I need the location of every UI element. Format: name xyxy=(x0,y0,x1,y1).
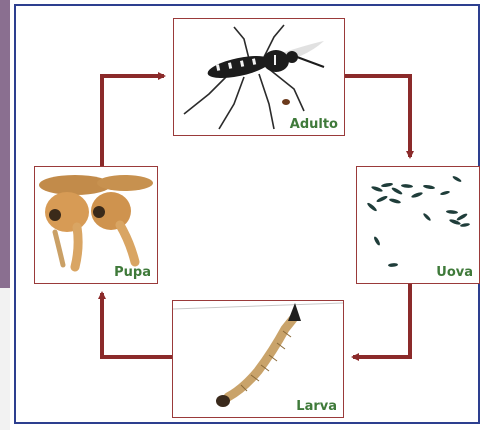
pupa-stage-panel: Pupa xyxy=(34,166,158,284)
pupa-label: Pupa xyxy=(114,265,151,280)
eggs-stage-panel: Uova xyxy=(356,166,480,284)
left-edge-strip-lower xyxy=(0,288,10,430)
left-edge-strip xyxy=(0,0,10,288)
larva-label: Larva xyxy=(296,399,337,414)
larva-stage-panel: Larva xyxy=(172,300,344,418)
eggs-label: Uova xyxy=(436,265,473,280)
adult-stage-panel: Adulto xyxy=(173,18,345,136)
adult-label: Adulto xyxy=(290,117,338,132)
